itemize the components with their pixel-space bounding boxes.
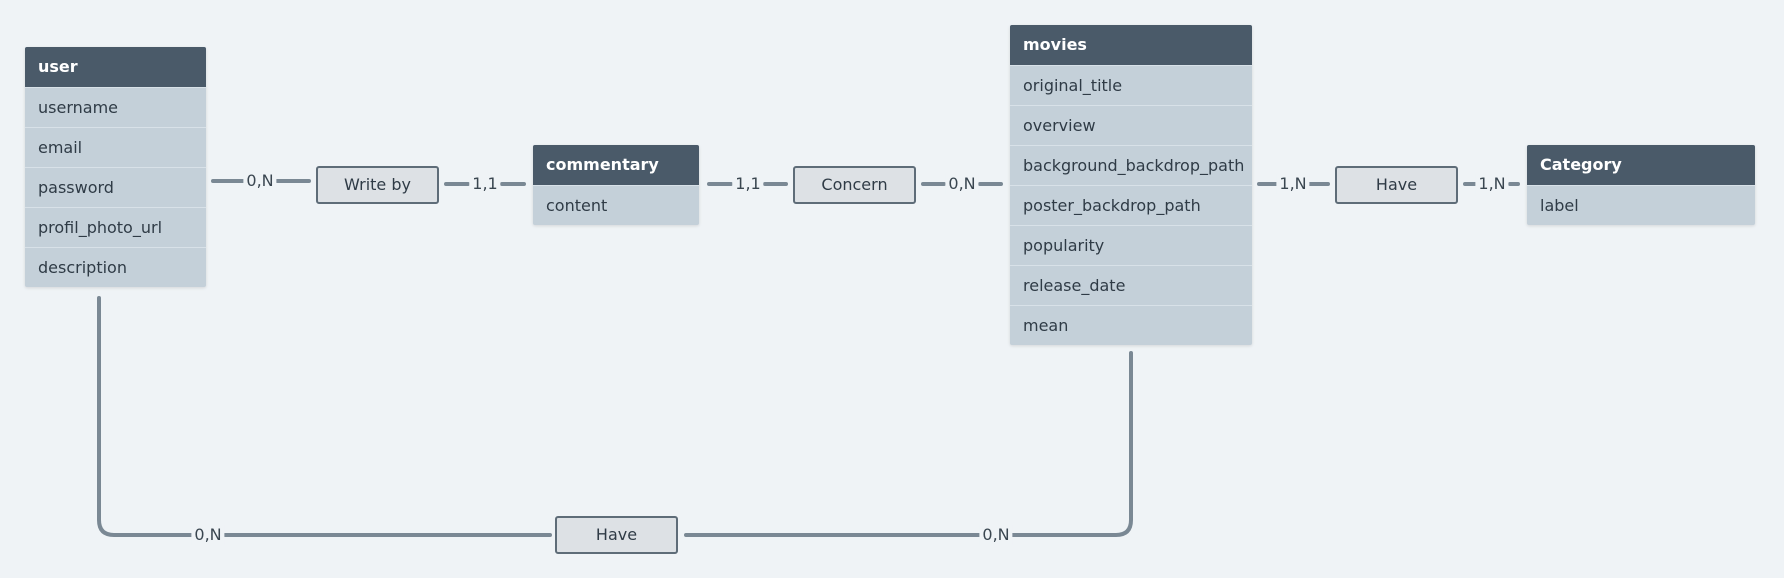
attribute: password	[25, 167, 206, 207]
relationship-write-by[interactable]: Write by	[316, 166, 439, 204]
entity-category-title: Category	[1527, 145, 1755, 185]
entity-movies[interactable]: movies original_title overview backgroun…	[1010, 25, 1252, 345]
attribute: overview	[1010, 105, 1252, 145]
attribute: description	[25, 247, 206, 287]
entity-user[interactable]: user username email password profil_phot…	[25, 47, 206, 287]
entity-user-title: user	[25, 47, 206, 87]
connector-have-movies-b	[1010, 351, 1133, 537]
cardinality-user-writeby: 0,N	[243, 171, 277, 191]
relationship-have-user-movies[interactable]: Have	[555, 516, 678, 554]
attribute: username	[25, 87, 206, 127]
cardinality-movies-have: 1,N	[1276, 174, 1310, 194]
entity-category[interactable]: Category label	[1527, 145, 1755, 225]
attribute: poster_backdrop_path	[1010, 185, 1252, 225]
connector-user-have-a	[97, 296, 193, 537]
cardinality-have-category: 1,N	[1475, 174, 1509, 194]
attribute: release_date	[1010, 265, 1252, 305]
relationship-concern[interactable]: Concern	[793, 166, 916, 204]
cardinality-concern-movies: 0,N	[945, 174, 979, 194]
attribute: popularity	[1010, 225, 1252, 265]
attribute: original_title	[1010, 65, 1252, 105]
attribute: label	[1527, 185, 1755, 225]
cardinality-writeby-commentary: 1,1	[469, 174, 501, 194]
entity-commentary[interactable]: commentary content	[533, 145, 699, 225]
entity-movies-title: movies	[1010, 25, 1252, 65]
attribute: mean	[1010, 305, 1252, 345]
cardinality-commentary-concern: 1,1	[732, 174, 764, 194]
entity-commentary-title: commentary	[533, 145, 699, 185]
attribute: background_backdrop_path	[1010, 145, 1252, 185]
cardinality-user-have: 0,N	[191, 525, 225, 545]
relationship-have-category[interactable]: Have	[1335, 166, 1458, 204]
cardinality-have-movies: 0,N	[979, 525, 1013, 545]
attribute: email	[25, 127, 206, 167]
attribute: content	[533, 185, 699, 225]
attribute: profil_photo_url	[25, 207, 206, 247]
